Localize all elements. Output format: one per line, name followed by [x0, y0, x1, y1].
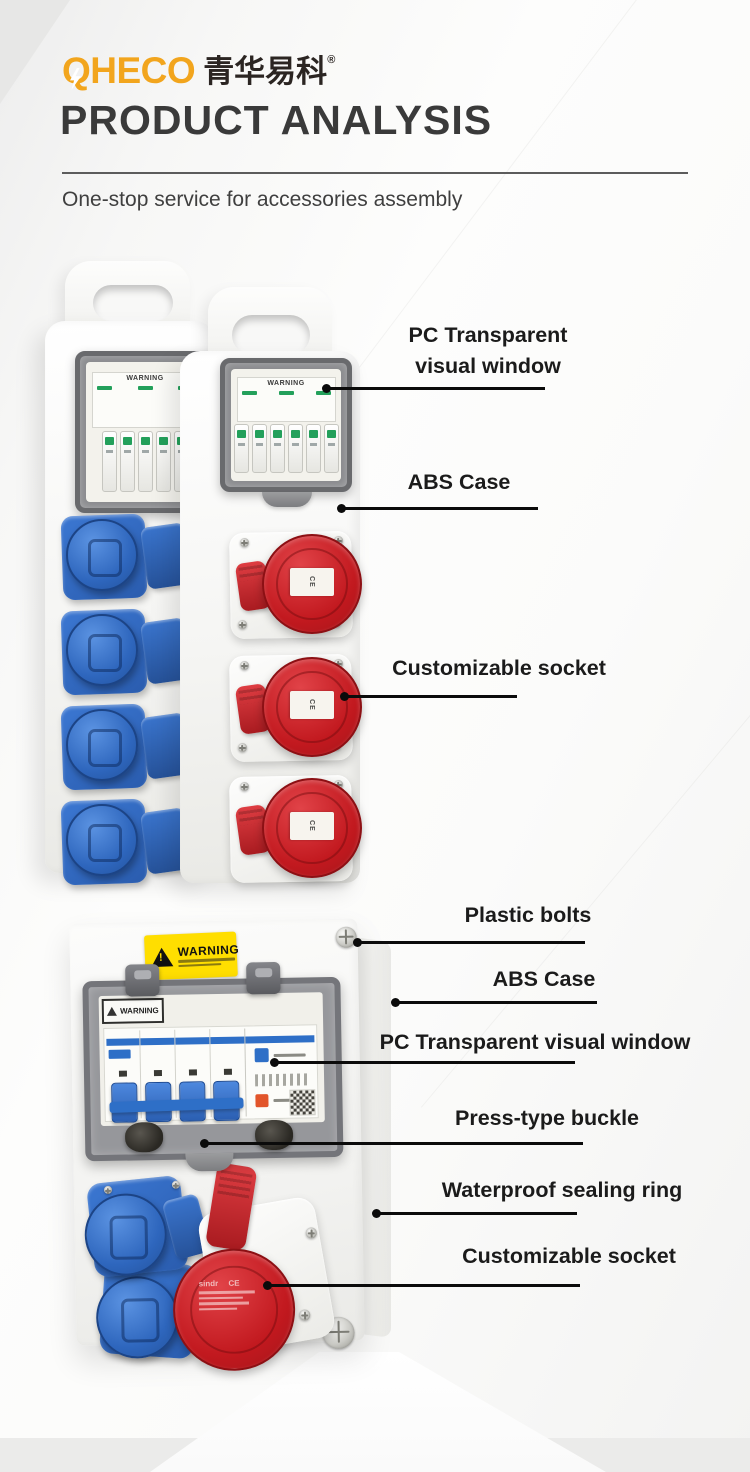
blue-socket: [60, 606, 212, 698]
page-subtitle: One-stop service for accessories assembl…: [62, 188, 463, 211]
window-hinge: [246, 961, 281, 995]
callout-leader-dot: [340, 692, 349, 701]
callout-sealing-ring: Waterproof sealing ring: [441, 1178, 683, 1202]
callout-leader-dot: [263, 1281, 272, 1290]
callout-leader-line: [358, 941, 585, 944]
callout-leader-line: [268, 1284, 580, 1287]
callout-leader-line: [342, 507, 538, 510]
portable-box-front: WARNING: [180, 287, 362, 884]
breaker-toggle: [323, 423, 339, 474]
socket-print-label: sindr CE: [198, 1278, 270, 1311]
callout-leader-dot: [322, 384, 331, 393]
background-bottom-strip: [0, 1438, 750, 1472]
ce-mark-text: CE: [228, 1278, 240, 1288]
warning-text: WARNING: [267, 379, 305, 387]
blue-socket: [60, 796, 212, 888]
red-socket: CE: [220, 772, 362, 890]
callout-press-buckle: Press-type buckle: [454, 1106, 640, 1130]
window-knob: [124, 1121, 164, 1153]
test-button: [255, 1094, 269, 1108]
callout-pc-window: PC Transparent visual window: [408, 323, 568, 378]
background-facet: [0, 0, 70, 104]
callout-leader-dot: [372, 1209, 381, 1218]
lightning-bolt-icon: [70, 68, 81, 90]
callout-leader-line: [396, 1001, 597, 1004]
breaker-toggle: [269, 423, 285, 474]
callout-leader-dot: [353, 938, 362, 947]
breaker-toggle: [305, 423, 321, 474]
warning-text: WARNING: [126, 374, 164, 382]
blue-socket: [60, 701, 212, 793]
red-socket: sindr CE: [169, 1159, 338, 1392]
warning-text: WARNING: [177, 942, 240, 959]
divider-line: [62, 172, 688, 174]
abs-case-front: WARNING WARNING: [69, 918, 365, 1372]
callout-leader-line: [205, 1142, 583, 1145]
callout-leader-dot: [337, 504, 346, 513]
brand-logo-chinese: 青华易科: [203, 54, 328, 89]
brand-marks: [238, 387, 335, 395]
breaker-label-strip: WARNING: [236, 376, 336, 422]
breaker-toggle: [233, 423, 249, 474]
rcbo-breaker: [103, 1024, 319, 1123]
callout-leader-line: [327, 387, 545, 390]
page-title: PRODUCT ANALYSIS: [60, 97, 493, 143]
pc-transparent-window: WARNING: [82, 976, 344, 1162]
warning-text: WARNING: [119, 1005, 159, 1016]
handle-hole: [232, 315, 310, 355]
window-knob: [254, 1119, 294, 1151]
brand-chip: [108, 1049, 131, 1059]
breaker-panel: WARNING: [98, 992, 325, 1127]
ce-mark-label: CE: [290, 691, 334, 719]
breaker-toggle: [137, 430, 153, 493]
warning-triangle-icon: [106, 1006, 118, 1016]
window-hinge: [125, 963, 160, 997]
callout-abs-case: ABS Case: [492, 967, 596, 991]
window-latch: [262, 492, 312, 507]
product-image-wall-box: WARNING WARNING: [55, 903, 400, 1373]
breaker-toggle: [155, 430, 171, 493]
circuit-diagram: [254, 1073, 308, 1087]
ce-mark-label: CE: [290, 568, 334, 596]
callout-leader-dot: [391, 998, 400, 1007]
registered-trademark: ®: [327, 54, 336, 66]
callout-leader-line: [345, 695, 517, 698]
product-image-portable-boxes: WARNING: [40, 253, 390, 886]
callout-plastic-bolts: Plastic bolts: [464, 903, 592, 927]
indicator-blue: [254, 1048, 269, 1063]
callout-customizable-socket: Customizable socket: [392, 656, 606, 680]
breaker-toggle: [101, 430, 117, 493]
breaker-toggle: [119, 430, 135, 493]
callout-leader-line: [377, 1212, 577, 1215]
red-socket: CE: [220, 651, 362, 769]
callout-leader-dot: [200, 1139, 209, 1148]
callout-pc-window: PC Transparent visual window: [379, 1030, 691, 1054]
breaker-toggle: [251, 423, 267, 474]
brand-logo-text: QHECO: [62, 50, 196, 91]
blue-socket: [60, 511, 212, 603]
handle-hole: [93, 285, 173, 321]
red-socket: CE: [220, 528, 362, 646]
callout-leader-dot: [270, 1058, 279, 1067]
ce-mark-label: CE: [290, 812, 334, 840]
socket-brand-text: sindr: [198, 1279, 219, 1289]
circuit-breakers: [233, 423, 339, 474]
callout-leader-line: [275, 1061, 575, 1064]
callout-abs-case: ABS Case: [407, 470, 511, 494]
breaker-toggle: [287, 423, 303, 474]
qr-code: [289, 1089, 316, 1116]
warning-sticker-small: WARNING: [101, 997, 165, 1024]
callout-customizable-socket: Customizable socket: [462, 1244, 676, 1268]
pc-transparent-window: WARNING: [220, 358, 352, 492]
